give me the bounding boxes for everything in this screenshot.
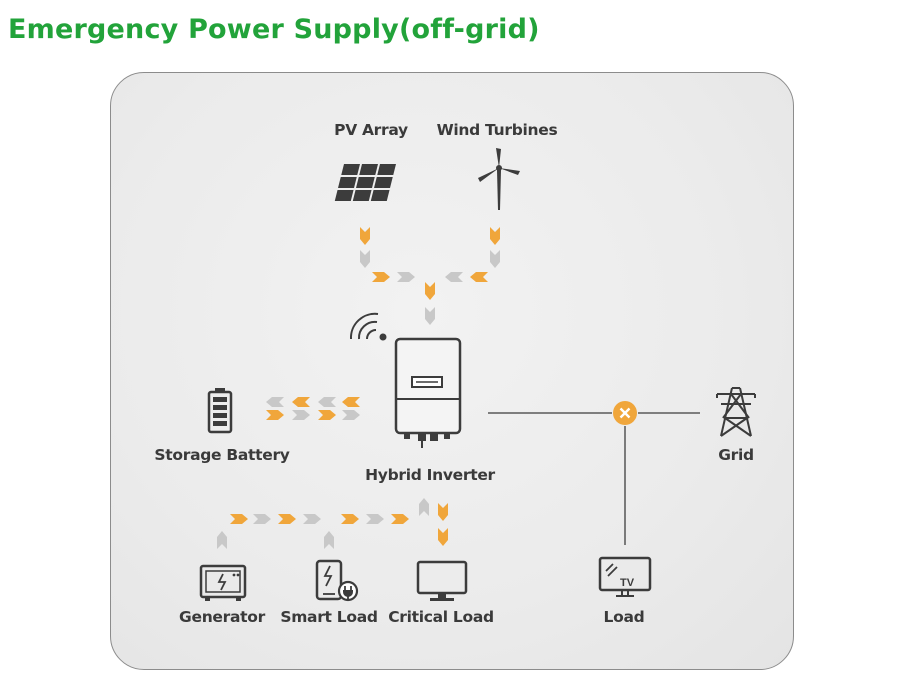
- flow-arrow: [372, 272, 390, 282]
- storage-battery-label: Storage Battery: [154, 446, 290, 464]
- grid-label: Grid: [718, 446, 754, 464]
- battery-icon: [207, 388, 233, 434]
- smart-load-label: Smart Load: [280, 608, 378, 626]
- flow-arrow: [438, 503, 448, 521]
- critical-load-label: Critical Load: [388, 608, 494, 626]
- flow-arrow: [360, 250, 370, 268]
- flow-arrow: [391, 514, 409, 524]
- flow-arrow: [490, 250, 500, 268]
- flow-arrow: [217, 531, 227, 549]
- flow-arrow: [490, 227, 500, 245]
- hybrid-inverter-icon: [394, 337, 464, 449]
- flow-arrow: [266, 410, 284, 420]
- smart-load-icon: [313, 559, 361, 604]
- flow-arrow: [342, 397, 360, 407]
- wind-turbine-icon: [476, 146, 522, 212]
- flow-arrow: [292, 397, 310, 407]
- flow-arrow: [438, 528, 448, 546]
- flow-arrow: [303, 514, 321, 524]
- pv-array-icon: [334, 164, 396, 204]
- generator-label: Generator: [179, 608, 265, 626]
- flow-arrow: [445, 272, 463, 282]
- critical-load-monitor-icon: [416, 560, 468, 603]
- diagram-title: Emergency Power Supply(off-grid): [8, 14, 540, 45]
- flow-arrow: [230, 514, 248, 524]
- grid-connection-line: [488, 412, 700, 545]
- tv-load-icon: TV: [598, 556, 652, 598]
- flow-arrow: [360, 227, 370, 245]
- flow-arrow: [397, 272, 415, 282]
- flow-arrow: [425, 307, 435, 325]
- flow-arrow: [324, 531, 334, 549]
- load-label: Load: [603, 608, 645, 626]
- flow-arrow: [292, 410, 310, 420]
- flow-arrow: [470, 272, 488, 282]
- flow-arrow: [342, 410, 360, 420]
- flow-arrow: [425, 282, 435, 300]
- switch-x-icon: [612, 400, 638, 426]
- hybrid-inverter-label: Hybrid Inverter: [365, 466, 495, 484]
- flow-arrow: [266, 397, 284, 407]
- flow-arrow: [253, 514, 271, 524]
- pv-array-label: PV Array: [334, 121, 408, 139]
- flow-arrow: [278, 514, 296, 524]
- wind-turbines-label: Wind Turbines: [436, 121, 558, 139]
- tv-text: TV: [620, 577, 635, 589]
- flow-arrows: [217, 227, 500, 549]
- grid-tower-icon: [715, 387, 757, 438]
- wifi-icon: [346, 305, 390, 345]
- flow-arrow: [318, 397, 336, 407]
- flow-arrow: [419, 498, 429, 516]
- flow-arrow: [366, 514, 384, 524]
- generator-icon: [199, 563, 247, 603]
- flow-arrow: [341, 514, 359, 524]
- flow-arrow: [318, 410, 336, 420]
